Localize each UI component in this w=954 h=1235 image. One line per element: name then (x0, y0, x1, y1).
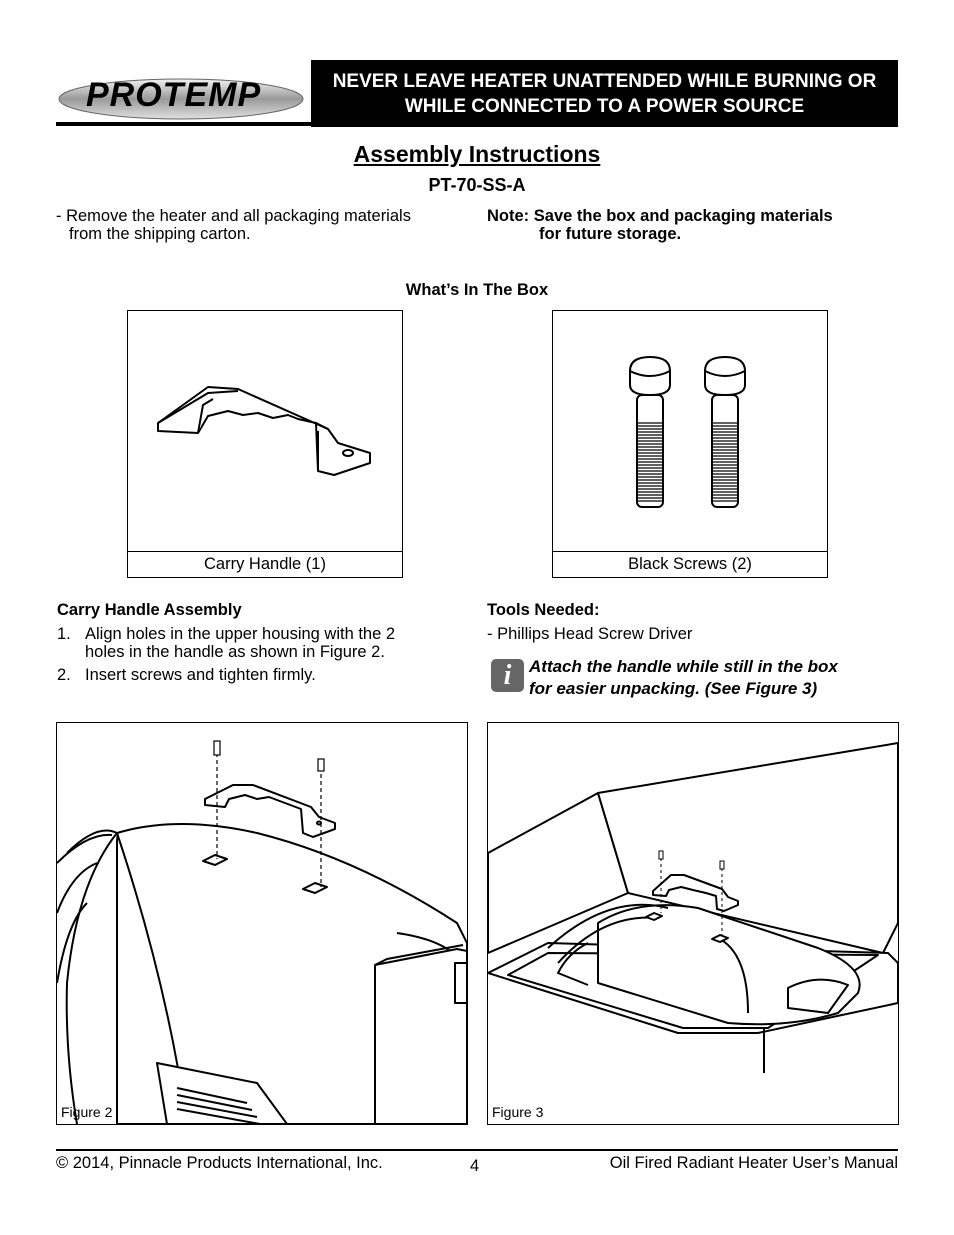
note-label: Note: (487, 207, 530, 225)
carry-handle-panel: Carry Handle (1) (127, 310, 403, 578)
box-contents-heading: What’s In The Box (405, 281, 549, 299)
brand-name: PROTEMP (86, 76, 262, 114)
page-number: 4 (470, 1157, 480, 1175)
black-screws-panel: Black Screws (2) (552, 310, 828, 578)
carry-handle-illustration (157, 386, 371, 476)
page-title: Assembly Instructions (353, 141, 601, 167)
manual-title: Oil Fired Radiant Heater User’s Manual (609, 1154, 898, 1172)
footer-rule (56, 1149, 898, 1151)
step-1-number: 1. (57, 625, 71, 643)
warning-line-2: WHILE CONNECTED TO A POWER SOURCE (404, 95, 805, 117)
intro-line-1: - Remove the heater and all packaging ma… (56, 207, 411, 225)
step-1-line-2: holes in the handle as shown in Figure 2… (85, 643, 385, 661)
step-2-text: Insert screws and tighten firmly. (85, 666, 316, 684)
figure-2-label: Figure 2 (61, 1104, 113, 1120)
step-2-number: 2. (57, 666, 71, 684)
brand-logo: PROTEMP (56, 62, 306, 128)
tip-line-1: Attach the handle while still in the box (529, 657, 838, 676)
step-2: 2. Insert screws and tighten firmly. (57, 666, 477, 684)
tool-item: - Phillips Head Screw Driver (487, 625, 693, 643)
figure-3: Figure 3 (487, 722, 899, 1125)
carry-handle-caption: Carry Handle (1) (128, 551, 402, 577)
intro-line-2: from the shipping carton. (69, 225, 251, 243)
safety-warning-banner: NEVER LEAVE HEATER UNATTENDED WHILE BURN… (311, 60, 898, 127)
figure-2-illustration (57, 740, 467, 1124)
figure-3-label: Figure 3 (492, 1104, 544, 1120)
warning-line-1: NEVER LEAVE HEATER UNATTENDED WHILE BURN… (332, 70, 877, 92)
model-number: PT-70-SS-A (428, 175, 526, 195)
tip-text: Attach the handle while still in the box… (529, 656, 838, 700)
intro-instruction: - Remove the heater and all packaging ma… (56, 207, 476, 243)
assembly-heading: Carry Handle Assembly (57, 601, 242, 619)
copyright: © 2014, Pinnacle Products International,… (56, 1154, 383, 1172)
step-1-line-1: Align holes in the upper housing with th… (85, 625, 396, 643)
figure-2: Figure 2 (56, 722, 468, 1125)
black-screws-illustration (629, 355, 746, 508)
note-line-2: for future storage. (539, 225, 682, 243)
assembly-steps: 1. Align holes in the upper housing with… (57, 625, 477, 684)
tools-heading: Tools Needed: (487, 601, 600, 619)
info-icon: i (491, 659, 524, 692)
tip-line-2: for easier unpacking. (See Figure 3) (529, 679, 818, 698)
storage-note: Note: Save the box and packaging materia… (487, 207, 907, 243)
figure-3-illustration (488, 742, 898, 1073)
step-1: 1. Align holes in the upper housing with… (57, 625, 477, 661)
note-line-1: Save the box and packaging materials (533, 207, 833, 225)
black-screws-caption: Black Screws (2) (553, 551, 827, 577)
